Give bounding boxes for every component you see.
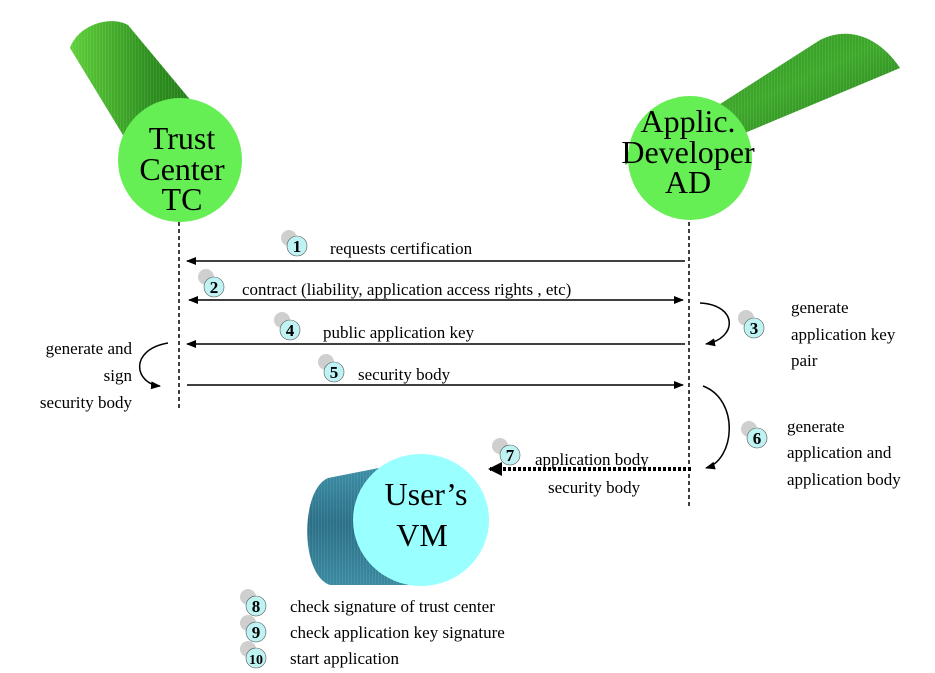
loop-arrow-step-6 — [702, 385, 730, 470]
step-badge-8: 8 — [240, 589, 267, 617]
ad-label-line-2: Developer — [621, 134, 755, 170]
step-3-line-3: pair — [791, 351, 818, 370]
step-5-label: security body — [358, 365, 451, 384]
svg-text:3: 3 — [750, 319, 759, 338]
step-badge-4: 4 — [274, 312, 301, 341]
step-badge-10: 10 — [240, 641, 267, 669]
tc-label-line-3: TC — [162, 181, 203, 217]
svg-text:10: 10 — [249, 653, 263, 668]
step-4-label: public application key — [323, 323, 475, 342]
step-3-line-2: application key — [791, 325, 896, 344]
users-vm-cylinder — [307, 454, 489, 586]
step-badge-1: 1 — [281, 230, 308, 257]
step-badge-3: 3 — [738, 310, 765, 339]
svg-text:9: 9 — [252, 623, 261, 642]
step-2-label: contract (liability, application access … — [242, 280, 571, 299]
step-6-line-1: generate — [787, 417, 845, 436]
tc-note-line-2: sign — [104, 366, 133, 385]
svg-text:8: 8 — [252, 597, 261, 616]
svg-text:6: 6 — [753, 429, 762, 448]
ad-label-line-3: AD — [665, 164, 711, 200]
step-badge-7: 7 — [492, 438, 521, 466]
step-badge-6: 6 — [741, 421, 768, 449]
tc-label-line-1: Trust — [149, 120, 216, 156]
step-1-label: requests certification — [330, 239, 473, 258]
loop-arrow-tc-sign — [139, 342, 169, 390]
svg-text:2: 2 — [210, 278, 219, 297]
step-3-line-1: generate — [791, 298, 849, 317]
app-developer-cylinder — [625, 33, 900, 220]
trust-center-cylinder — [70, 21, 242, 222]
step-badge-5: 5 — [318, 354, 345, 383]
step-8-label: check signature of trust center — [290, 597, 495, 616]
step-7-line-2: security body — [548, 478, 641, 497]
vm-label-line-1: User’s — [385, 476, 468, 512]
tc-note-line-1: generate and — [46, 339, 133, 358]
step-badge-9: 9 — [240, 615, 267, 643]
step-6-line-2: application and — [787, 443, 892, 462]
step-10-label: start application — [290, 649, 400, 668]
step-6-line-3: application body — [787, 470, 901, 489]
svg-text:5: 5 — [330, 363, 339, 382]
step-badge-2: 2 — [198, 269, 225, 298]
ad-label-line-1: Applic. — [640, 103, 735, 139]
step-7-line-1: application body — [535, 450, 649, 469]
svg-text:4: 4 — [286, 321, 295, 340]
tc-note-line-3: security body — [40, 393, 133, 412]
svg-text:1: 1 — [293, 237, 302, 256]
loop-arrow-step-3 — [699, 302, 730, 347]
tc-label-line-2: Center — [139, 151, 225, 187]
svg-text:7: 7 — [506, 446, 515, 465]
step-9-label: check application key signature — [290, 623, 505, 642]
vm-label-line-2: VM — [396, 517, 448, 553]
